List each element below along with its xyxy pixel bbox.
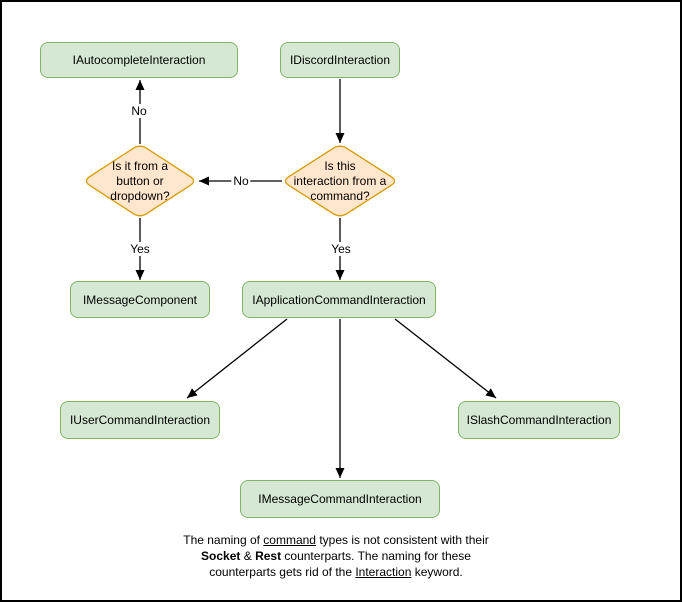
decision-diamond-button-dropdown [85, 145, 195, 217]
node-label: IMessageComponent [82, 292, 198, 307]
note-text: The naming of [183, 533, 264, 547]
note-underlined-command: command [263, 533, 316, 547]
node-label: IMessageCommandInteraction [258, 492, 422, 506]
note-text: types is not consistent with their [315, 533, 489, 547]
node-discord-interaction: IDiscordInteraction [280, 42, 400, 78]
edge-label-yes-message-component: Yes [128, 242, 152, 256]
edge-label-yes-application-command: Yes [329, 242, 353, 256]
edge-label-no-autocomplete: No [129, 104, 149, 118]
note-line-1: The naming of command types is not consi… [171, 532, 501, 548]
note-bold-rest: Rest [255, 549, 282, 563]
edge-application-to-user-command [186, 318, 288, 399]
diagram-note: The naming of command types is not consi… [171, 532, 501, 580]
node-label: IAutocompleteInteraction [72, 53, 206, 67]
note-line-3: counterparts gets rid of the Interaction… [171, 564, 501, 580]
note-text: counterparts. The naming for these [281, 549, 471, 563]
node-autocomplete-interaction: IAutocompleteInteraction [40, 42, 238, 78]
node-label: ISlashCommandInteraction [466, 413, 612, 427]
note-underlined-interaction: Interaction [355, 565, 412, 579]
edge-label-no-between-decisions: No [231, 174, 251, 188]
edge-application-to-slash-command [394, 318, 497, 399]
node-label: IUserCommandInteraction [69, 413, 211, 427]
decision-diamond-from-command [284, 145, 396, 217]
note-text: keyword. [411, 565, 463, 579]
node-message-component: IMessageComponent [70, 281, 210, 318]
node-message-command-interaction: IMessageCommandInteraction [240, 480, 440, 518]
node-user-command-interaction: IUserCommandInteraction [60, 401, 220, 439]
node-application-command-interaction: IApplicationCommandInteraction [242, 281, 436, 318]
note-text: counterparts gets rid of the [209, 565, 356, 579]
note-bold-socket: Socket [201, 549, 241, 563]
node-label: IApplicationCommandInteraction [252, 292, 426, 307]
note-text: & [240, 549, 256, 563]
note-line-2: Socket & Rest counterparts. The naming f… [171, 548, 501, 564]
node-slash-command-interaction: ISlashCommandInteraction [458, 401, 620, 439]
node-label: IDiscordInteraction [289, 53, 391, 67]
